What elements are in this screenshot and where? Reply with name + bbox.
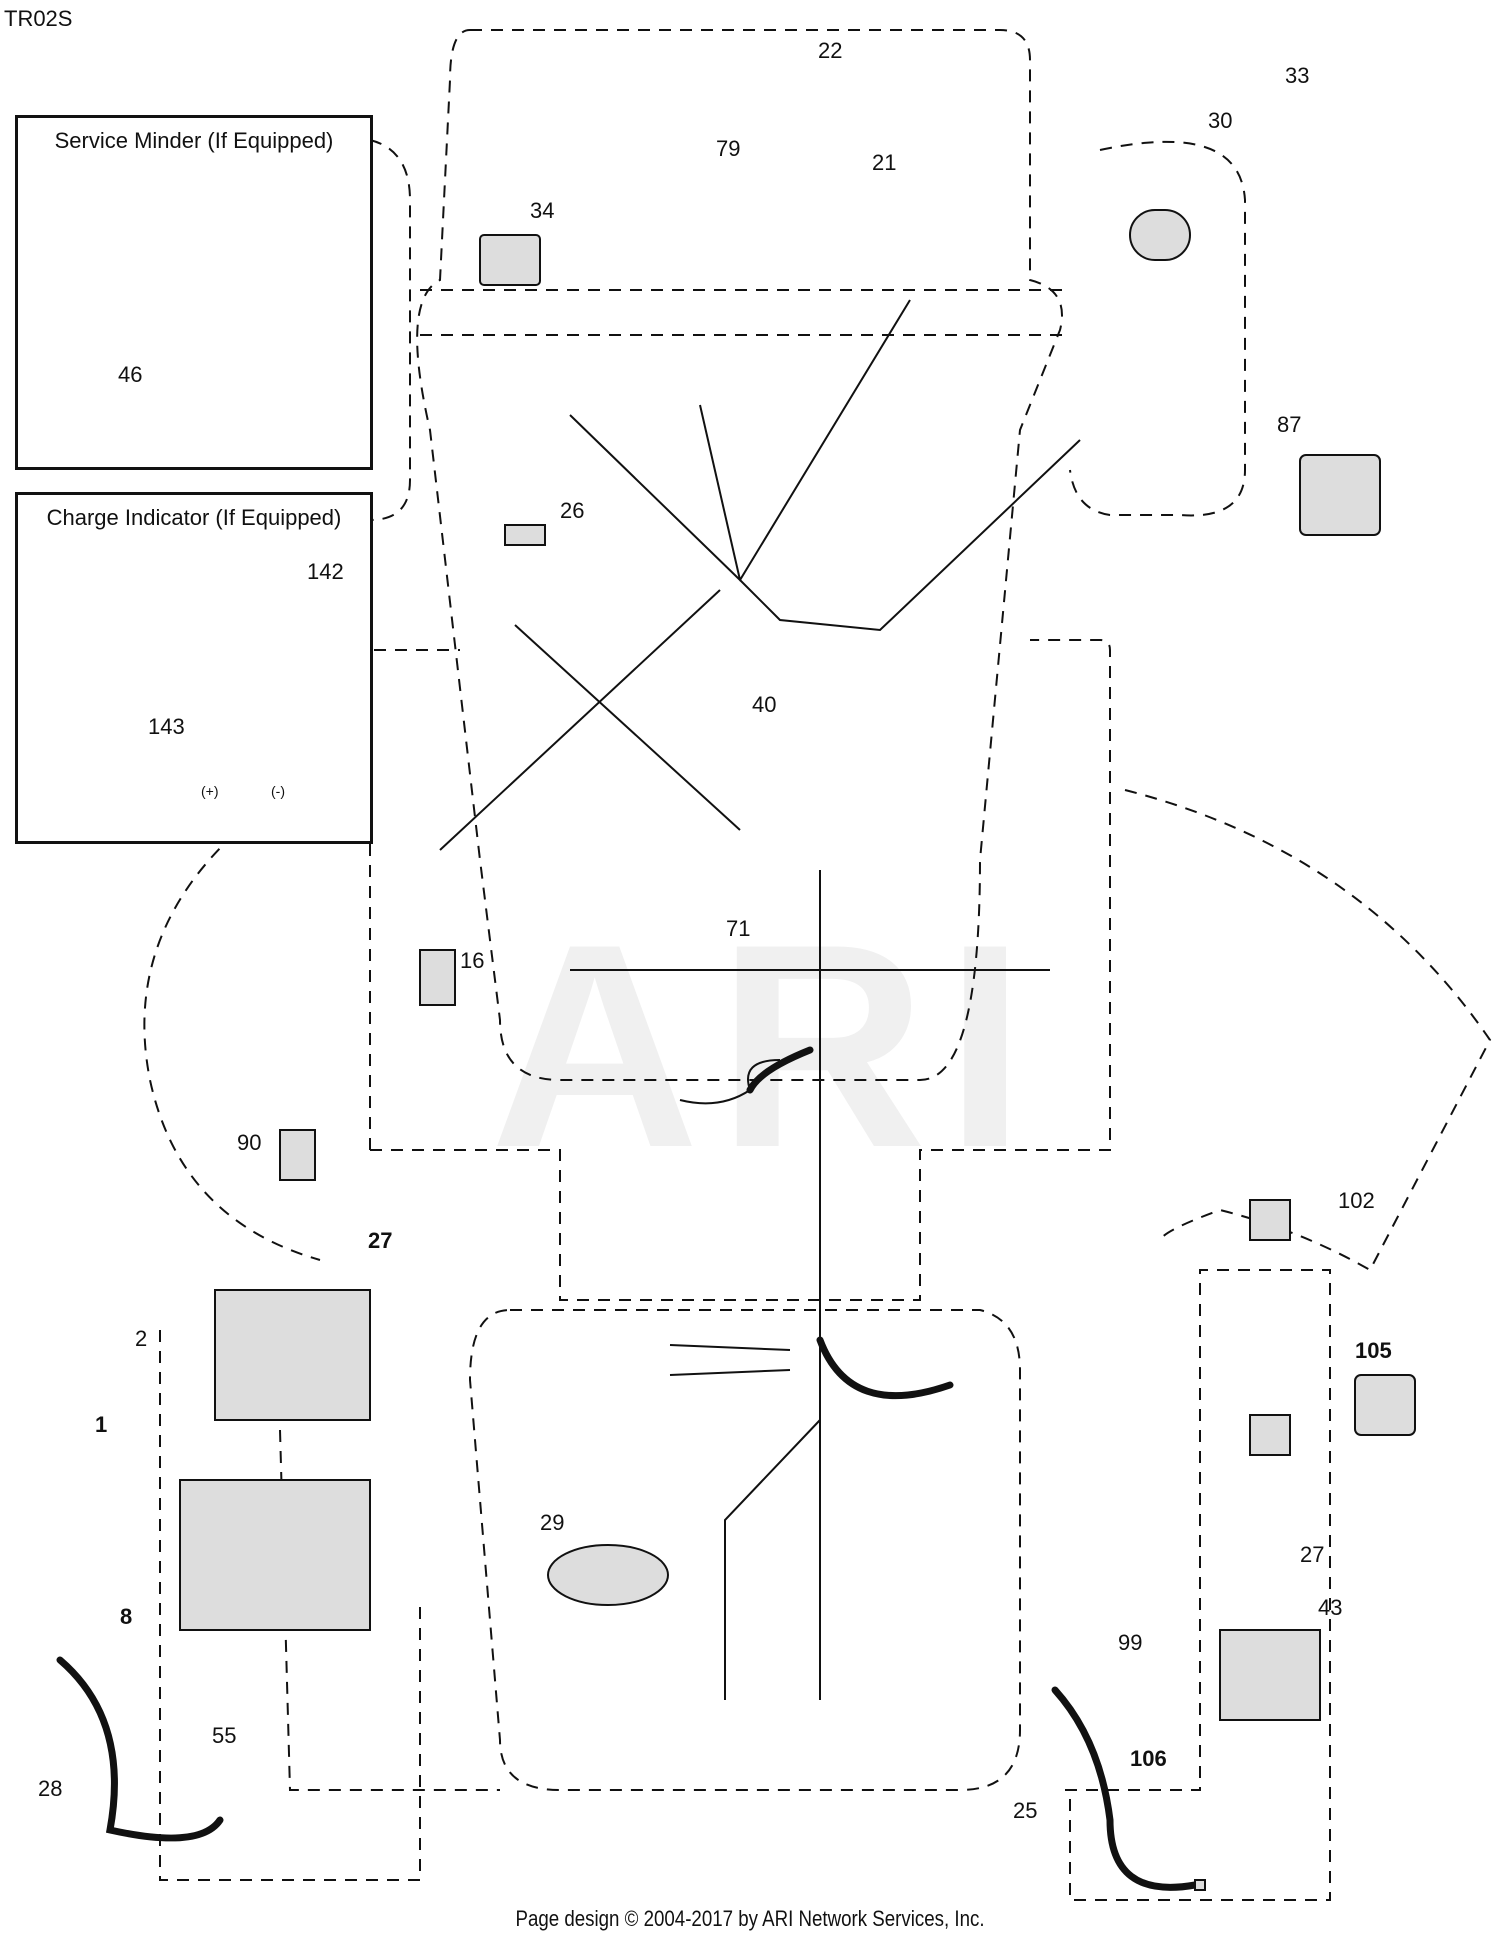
part-label-99: 99 xyxy=(1118,1630,1143,1655)
part-label-87: 87 xyxy=(1277,412,1302,437)
part-label-142: 142 xyxy=(307,559,344,584)
minus-terminal-label: (-) xyxy=(271,783,285,799)
footer-copyright: Page design © 2004-2017 by ARI Network S… xyxy=(515,1906,985,1931)
part-label-27-nut: 27 xyxy=(1300,1542,1325,1567)
service-minder-box: Service Minder (If Equipped) xyxy=(15,115,373,470)
cables xyxy=(56,1046,1199,1891)
part-label-40: 40 xyxy=(752,692,777,717)
charge-indicator-title: Charge Indicator (If Equipped) xyxy=(46,505,342,530)
service-minder-title: Service Minder (If Equipped) xyxy=(54,128,334,153)
dashed-outlines xyxy=(143,29,1492,1901)
part-label-43: 43 xyxy=(1318,1595,1343,1620)
part-label-102: 102 xyxy=(1338,1188,1375,1213)
part-label-8: 8 xyxy=(120,1604,133,1629)
watermark: ARI xyxy=(490,884,1044,1208)
diagram-code: TR02S xyxy=(4,6,73,31)
part-label-16: 16 xyxy=(460,948,485,973)
part-label-71: 71 xyxy=(726,916,751,941)
part-label-34: 34 xyxy=(530,198,555,223)
part-label-90: 90 xyxy=(237,1130,262,1155)
part-label-25: 25 xyxy=(1013,1798,1038,1823)
plus-terminal-label: (+) xyxy=(201,783,219,799)
part-label-30: 30 xyxy=(1208,108,1233,133)
part-label-2: 2 xyxy=(135,1326,148,1351)
part-label-143: 143 xyxy=(148,714,185,739)
part-label-26: 26 xyxy=(560,498,585,523)
part-label-55: 55 xyxy=(212,1723,237,1748)
part-label-22: 22 xyxy=(818,38,843,63)
charge-indicator-box: Charge Indicator (If Equipped) (+) (-) xyxy=(15,492,373,844)
part-label-33: 33 xyxy=(1285,63,1310,88)
part-label-79: 79 xyxy=(716,136,741,161)
part-label-27-battery: 27 xyxy=(368,1228,393,1253)
part-label-21: 21 xyxy=(872,150,897,175)
part-label-28: 28 xyxy=(38,1776,63,1801)
part-label-29: 29 xyxy=(540,1510,565,1535)
part-label-1: 1 xyxy=(95,1412,108,1437)
part-label-105: 105 xyxy=(1355,1338,1392,1363)
harness-lines xyxy=(439,299,1081,1700)
part-label-46: 46 xyxy=(118,362,143,387)
part-label-106: 106 xyxy=(1130,1746,1167,1771)
